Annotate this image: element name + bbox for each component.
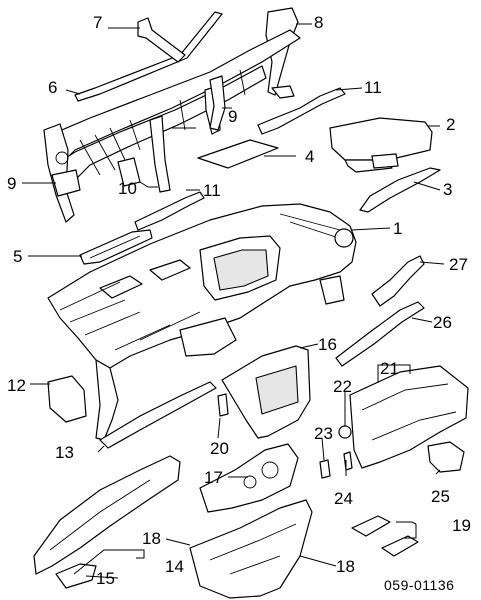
callout-27: 27 [449,255,468,274]
part-17-knob-2 [243,475,257,489]
callout-15: 15 [96,569,115,588]
callout-3: 3 [443,180,453,199]
callout-9-upper: 9 [228,107,238,126]
part-1-vent-center [149,259,191,281]
part-25-latch [427,441,465,473]
part-11-upper-hook [271,85,295,99]
part-4-panel [197,139,279,169]
part-13-panel [99,381,217,449]
part-9-bracket-upper [209,75,226,131]
part-12-bracket [47,375,87,423]
part-1-cluster-opening [213,249,269,291]
callout-4: 4 [305,147,315,166]
callout-18-right: 18 [336,557,355,576]
callout-9-left: 9 [7,174,17,193]
callout-2: 2 [446,115,456,134]
callout-10: 10 [118,179,137,198]
callout-16: 16 [318,335,337,354]
part-7-bracket [137,17,186,63]
callout-23: 23 [314,424,333,443]
part-1-vent-left [99,275,143,299]
beam-detail-lines [79,69,246,176]
callout-12: 12 [7,376,26,395]
part-1-left-leg [95,359,119,441]
part-2-airbag-module [329,117,433,161]
part-11-lower [134,191,205,231]
beam-hole [55,151,69,165]
part-1-column-opening [179,317,237,357]
part-15-clip [55,563,97,589]
callout-14: 14 [165,557,184,576]
part-6-strip [74,11,223,102]
callout-26: 26 [433,313,452,332]
part-11-upper [257,87,346,135]
part-16-opening [255,365,299,415]
part-24-clip [343,451,353,471]
part-23-clip [319,459,331,479]
part-17-knob [261,461,279,479]
callout-6: 6 [48,78,58,97]
part-1-right-clip [319,275,345,305]
callout-7: 7 [93,13,103,32]
part-18-lower-console [189,499,313,599]
part-14-panel-rib [49,479,151,551]
leader-lines [22,23,445,579]
part-19-clip-a [351,515,391,537]
part-21-glove-box-door [361,383,457,441]
part-19-clip-b [381,535,419,557]
beam-support [149,115,171,193]
part-3-pad [359,167,441,213]
callout-17: 17 [204,468,223,487]
callout-22: 22 [333,377,352,396]
part-14-lower-panel [33,455,181,575]
part-21-glove-box [349,365,469,469]
callout-24: 24 [334,489,353,508]
callout-25: 25 [431,487,450,506]
part-22-grommet [338,425,352,439]
part-26-trim [335,301,425,367]
callout-11-upper: 11 [364,78,382,97]
diagram-code: 059-01136 [384,577,455,593]
callout-8: 8 [314,13,324,32]
part-20-clip [217,393,229,417]
part-9-bracket-left [51,169,81,197]
part-5-cover-rib [89,235,141,259]
callout-20: 20 [210,439,229,458]
callout-13: 13 [55,443,74,462]
callout-11-lower: 11 [203,181,221,200]
part-18-console-inner [209,523,297,575]
callout-5: 5 [13,247,23,266]
part-27-bracket [371,255,425,307]
part-17-bezel [199,443,299,513]
part-1-dash-lines [59,213,346,351]
part-2-connector [371,153,399,169]
callout-1: 1 [393,219,403,238]
callout-19: 19 [452,516,471,535]
callout-21: 21 [380,359,399,378]
part-1-round-vent [334,228,354,248]
callout-18-left: 18 [142,529,161,548]
